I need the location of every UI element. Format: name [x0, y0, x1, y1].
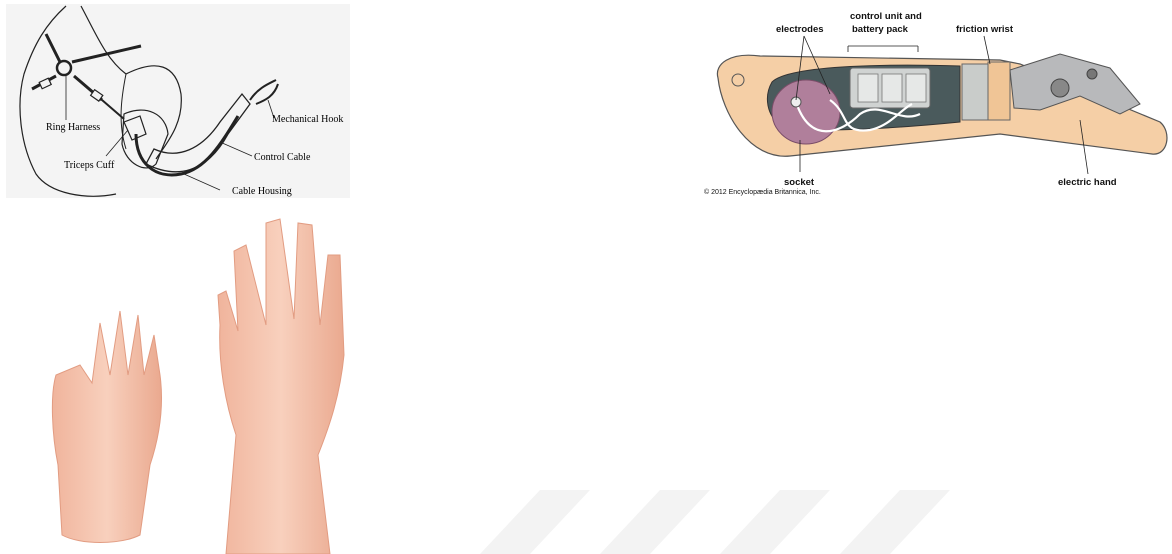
watermark-graphic: [400, 490, 960, 554]
triceps-cuff-label: Triceps Cuff: [64, 160, 115, 171]
cable-housing-label: Cable Housing: [232, 186, 292, 197]
copyright-text: © 2012 Encyclopædia Britannica, Inc.: [704, 188, 821, 196]
electrodes-label: electrodes: [776, 24, 824, 35]
battery-pack-label: battery pack: [852, 24, 909, 35]
socket-label: socket: [784, 177, 815, 188]
control-unit-label: control unit and: [850, 11, 922, 22]
watermark-stripes: [400, 490, 960, 554]
cosmetic-hands-illustration: [40, 215, 360, 554]
control-cable-label: Control Cable: [254, 152, 311, 163]
myoelectric-prosthesis-diagram: electrodes control unit and battery pack…: [700, 4, 1172, 200]
cosmetic-hands-photo: [40, 215, 360, 554]
small-cosmetic-hand: [52, 311, 161, 543]
friction-wrist-label: friction wrist: [956, 24, 1014, 35]
electric-hand-label: electric hand: [1058, 177, 1117, 188]
mechanical-hook-label: Mechanical Hook: [272, 114, 343, 125]
myoelectric-illustration: electrodes control unit and battery pack…: [700, 4, 1172, 200]
ring-harness-label: Ring Harness: [46, 122, 100, 133]
large-cosmetic-hand: [218, 219, 344, 554]
body-powered-illustration: Ring Harness Triceps Cuff Mechanical Hoo…: [6, 4, 350, 198]
body-powered-prosthesis-diagram: Ring Harness Triceps Cuff Mechanical Hoo…: [6, 4, 350, 198]
